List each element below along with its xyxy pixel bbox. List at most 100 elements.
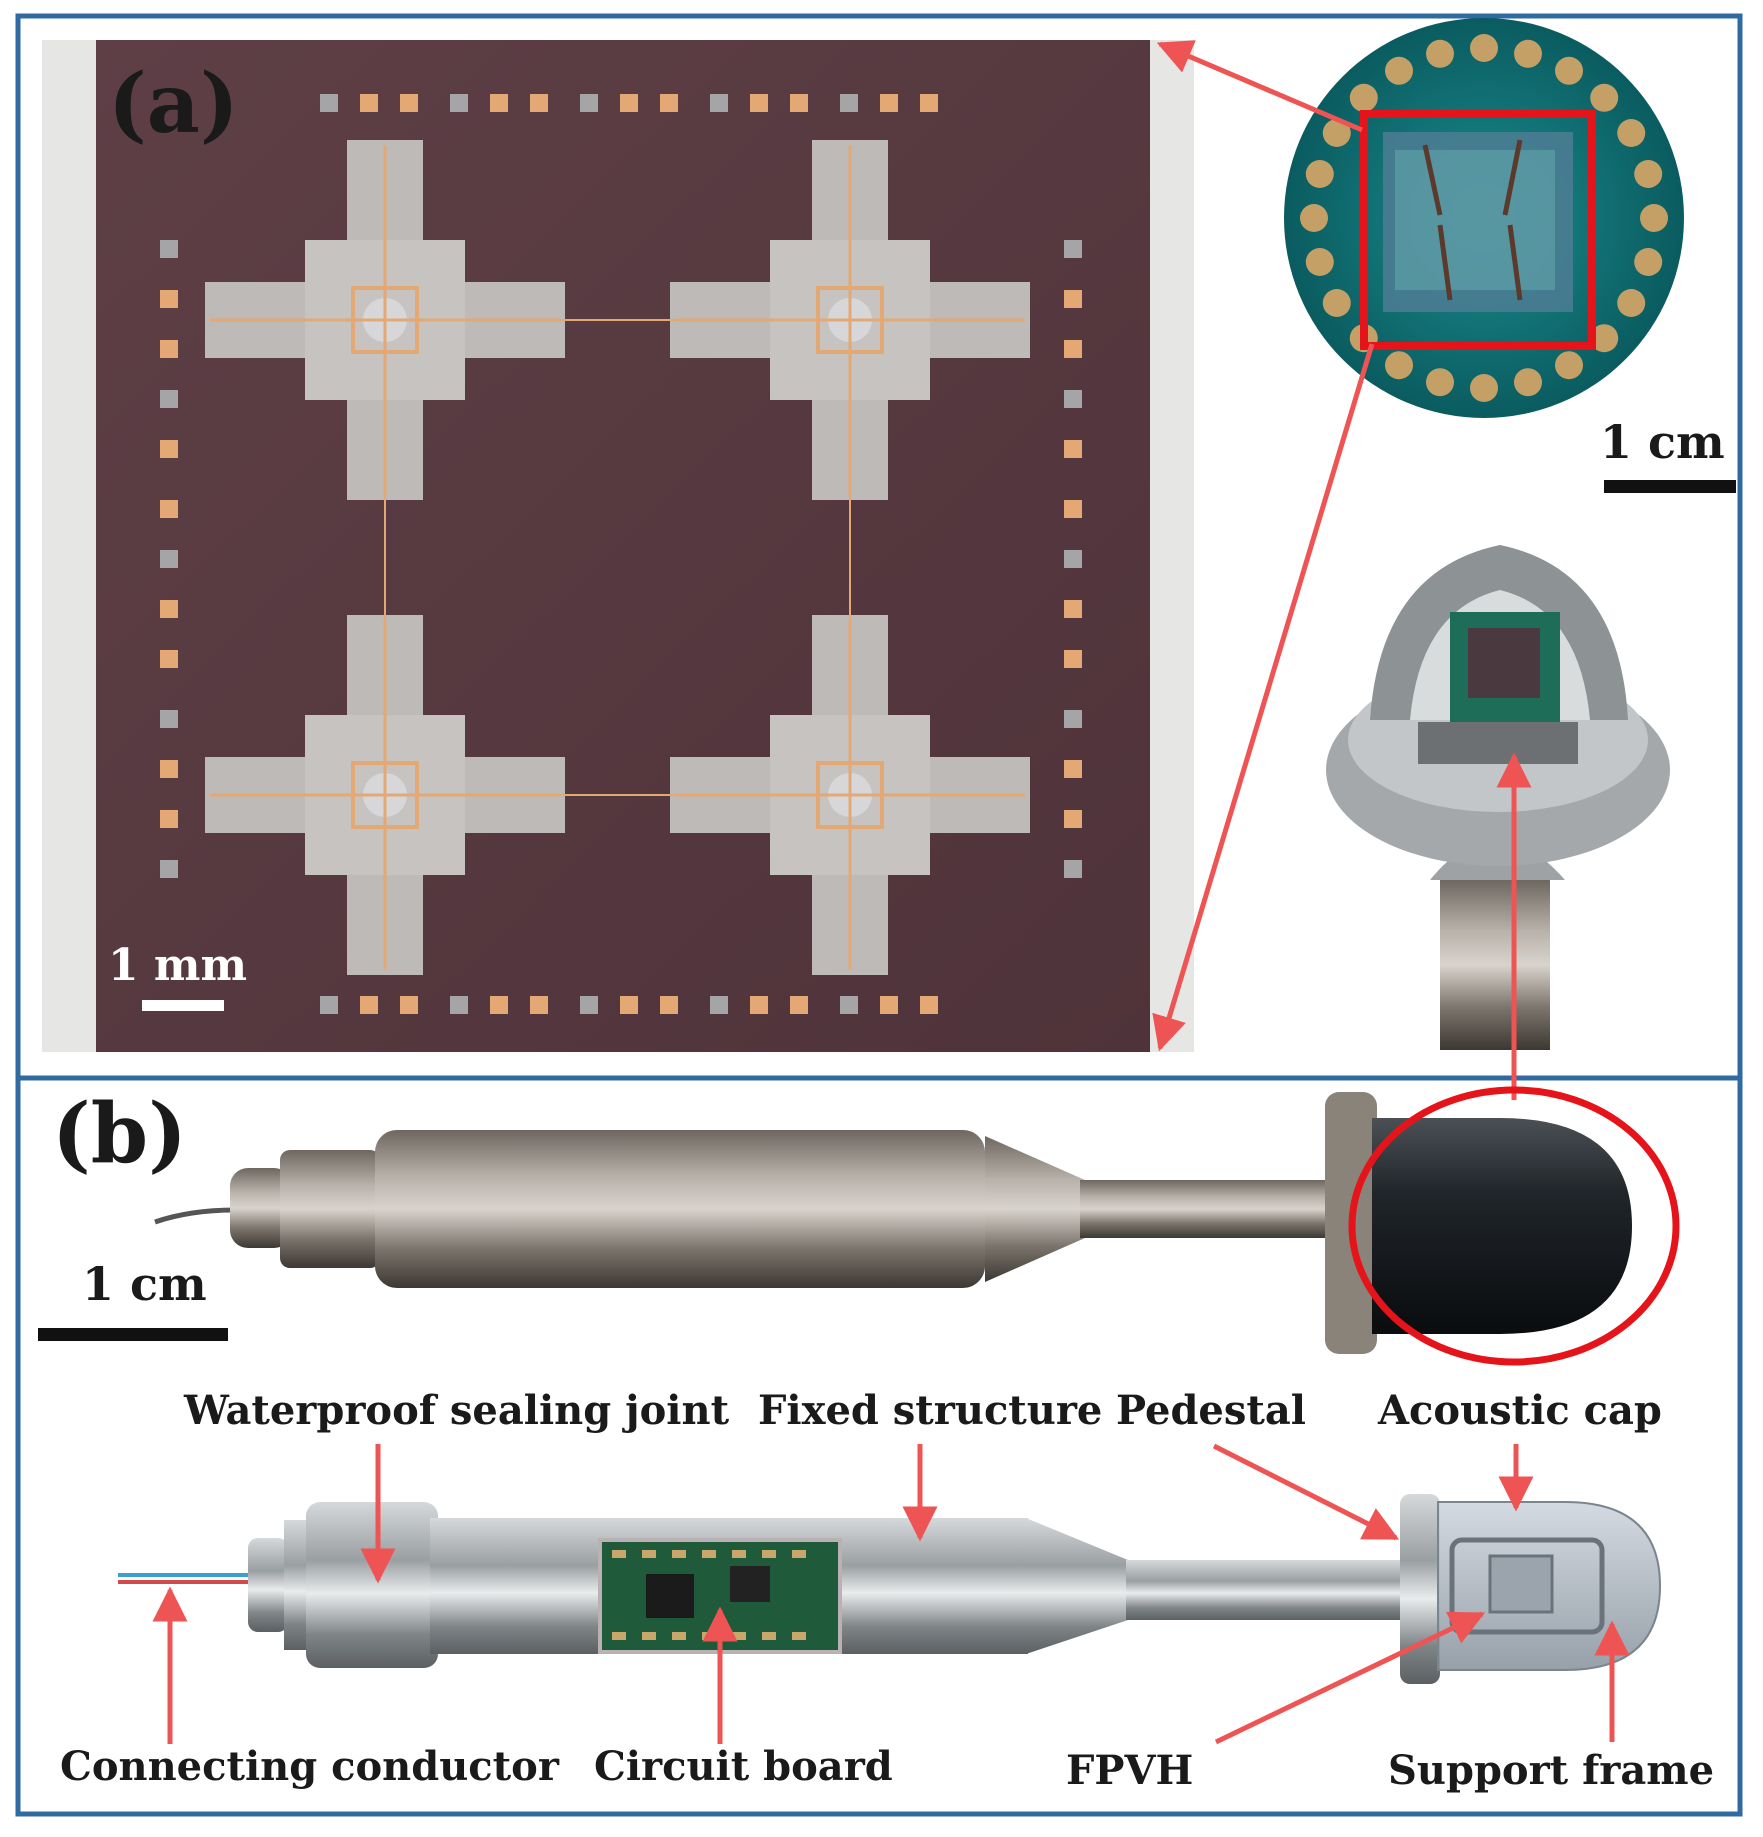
bond-pad — [580, 94, 598, 112]
board-component — [642, 1550, 656, 1558]
pcb-pads — [1300, 34, 1668, 402]
bond-pad — [400, 996, 418, 1014]
bond-pad — [160, 600, 178, 618]
pcb-pad — [1617, 119, 1646, 147]
board-component — [672, 1632, 686, 1640]
pcb-pad — [1349, 83, 1378, 112]
photo-scale-line — [38, 1328, 228, 1341]
circuit-board-components — [612, 1550, 806, 1640]
model-connector-small — [248, 1538, 288, 1632]
board-ic — [646, 1574, 694, 1618]
photo-shaft — [1080, 1180, 1330, 1238]
pcb-chip-glint — [1395, 150, 1555, 290]
bond-pad — [880, 996, 898, 1014]
label-waterproof-joint: Waterproof sealing joint — [183, 1387, 730, 1434]
bond-pad — [160, 240, 178, 258]
bond-pad — [360, 996, 378, 1014]
bond-pad — [660, 996, 678, 1014]
chip-scale-line — [142, 1000, 224, 1011]
photo-scale-bar: 1 cm — [38, 1257, 228, 1341]
bond-pad — [160, 500, 178, 518]
board-component — [612, 1632, 626, 1640]
photo-connector-nut — [230, 1168, 292, 1248]
board-component — [672, 1550, 686, 1558]
bond-pad — [1064, 440, 1082, 458]
pcb-pad — [1385, 351, 1413, 380]
bond-pad — [400, 94, 418, 112]
bond-pad — [790, 94, 808, 112]
pcb-highlight-box — [1360, 110, 1596, 350]
pcb-pad — [1385, 56, 1413, 85]
pcb-scale-bar: 1 cm — [1600, 415, 1736, 493]
bond-pad — [160, 650, 178, 668]
bond-pad — [450, 996, 468, 1014]
bond-pad — [160, 810, 178, 828]
photo-body — [375, 1130, 985, 1288]
bond-pad — [1064, 500, 1082, 518]
chip-scale-bar: 1 mm — [108, 940, 247, 1011]
board-component — [702, 1632, 716, 1640]
model-fpvh — [1488, 1554, 1554, 1614]
pcb-pad — [1513, 368, 1542, 397]
outer-frame — [15, 13, 1743, 1817]
model-sealing-joint — [306, 1502, 438, 1668]
pcb-pad — [1305, 247, 1334, 276]
label-support-frame: Support frame — [1388, 1747, 1714, 1794]
photo-connector — [280, 1150, 380, 1268]
bond-pad — [1064, 810, 1082, 828]
bond-pad — [1064, 710, 1082, 728]
board-ic — [730, 1566, 770, 1602]
hydrophone-photo — [154, 1086, 1680, 1366]
bond-pad — [1064, 860, 1082, 878]
bond-pad — [160, 290, 178, 308]
pcb-bond-wires — [1422, 139, 1523, 301]
pcb-pad — [1590, 324, 1619, 353]
bond-pad — [840, 94, 858, 112]
bond-pad — [840, 996, 858, 1014]
label-pedestal: Pedestal — [1116, 1387, 1306, 1434]
pcb-pad — [1300, 204, 1328, 232]
label-connecting-conductor: Connecting conductor — [60, 1743, 560, 1790]
bond-pad — [1064, 340, 1082, 358]
bond-pad — [1064, 600, 1082, 618]
cap-highlight-circle — [1348, 1086, 1680, 1366]
bond-pad — [530, 94, 548, 112]
board-component — [702, 1550, 716, 1558]
model-taper — [1026, 1518, 1128, 1654]
pcb-pad — [1513, 39, 1542, 68]
bond-pad — [160, 760, 178, 778]
pcb-pad — [1640, 204, 1668, 232]
arrow-pedestal — [1212, 1443, 1400, 1541]
bond-pad — [750, 996, 768, 1014]
callout-arrows — [152, 1443, 1630, 1745]
bond-pad — [160, 390, 178, 408]
model-support-frame — [1449, 1537, 1605, 1635]
bond-pad — [710, 996, 728, 1014]
bond-pad — [1064, 240, 1082, 258]
pcb-chip — [1383, 132, 1573, 312]
pcb-pad — [1634, 247, 1663, 276]
bond-pad — [750, 94, 768, 112]
zoom-arrow-bottom — [1152, 343, 1375, 1052]
model-pedestal — [1400, 1494, 1440, 1684]
pcb-pad — [1634, 160, 1663, 189]
board-component — [732, 1550, 746, 1558]
pcb-pad — [1426, 368, 1455, 397]
bond-pad — [490, 94, 508, 112]
pcb-pad — [1617, 289, 1646, 317]
bond-pad — [1064, 650, 1082, 668]
label-circuit-board: Circuit board — [594, 1743, 893, 1790]
board-component — [792, 1632, 806, 1640]
pcb-pad — [1555, 56, 1583, 85]
holder-stem — [1440, 880, 1550, 1050]
pcb-pad — [1322, 289, 1351, 317]
pcb-pad — [1322, 119, 1351, 147]
chip-structures — [160, 94, 1082, 1014]
bond-pad — [160, 860, 178, 878]
bond-pad — [450, 94, 468, 112]
photo-cable — [154, 1207, 236, 1225]
bond-pad — [920, 996, 938, 1014]
bond-pad — [620, 996, 638, 1014]
bond-pad — [580, 996, 598, 1014]
